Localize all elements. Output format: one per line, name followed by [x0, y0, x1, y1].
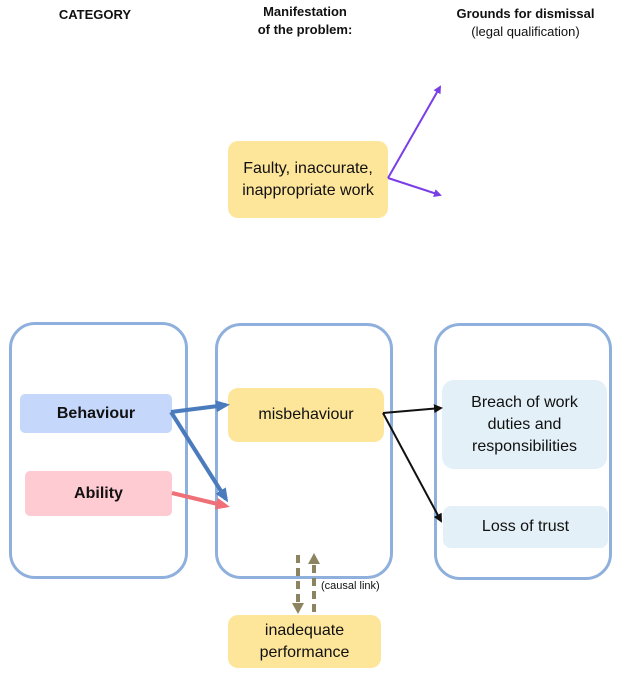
- column-grounds: [434, 323, 612, 580]
- node-breach: Breach of work duties and responsibiliti…: [442, 380, 607, 469]
- node-inadequate-performance-label: inadequate performance: [259, 621, 350, 661]
- header-grounds-line1: Grounds for dismissal: [456, 6, 595, 21]
- header-category: CATEGORY: [40, 6, 150, 24]
- node-faulty-work: Faulty, inaccurate, inappropriate work: [228, 141, 388, 218]
- arrow-faulty-to-ground-upper: [387, 85, 441, 179]
- node-faulty-work-label: Faulty, inaccurate, inappropriate work: [242, 159, 374, 199]
- node-loss-of-trust: Loss of trust: [443, 506, 608, 548]
- column-manifestation: [215, 323, 393, 579]
- node-ability: Ability: [25, 471, 172, 516]
- node-loss-of-trust-label: Loss of trust: [481, 518, 570, 535]
- node-breach-label: Breach of work duties and responsibiliti…: [471, 393, 578, 455]
- arrow-ability-to-performance: [171, 491, 230, 510]
- arrow-misbehaviour-to-breach: [382, 404, 443, 414]
- arrow-behaviour-to-misbehaviour: [170, 400, 230, 414]
- node-inadequate-performance: inadequate performance: [228, 615, 381, 668]
- arrow-faulty-to-ground-lower: [387, 177, 442, 197]
- header-category-label: CATEGORY: [58, 7, 132, 22]
- causal-link-arrowhead-down: [292, 603, 304, 614]
- header-grounds: Grounds for dismissal (legal qualificati…: [438, 5, 613, 41]
- header-grounds-line2: (legal qualification): [471, 24, 580, 39]
- node-misbehaviour: misbehaviour: [228, 388, 384, 442]
- header-manifestation: Manifestation of the problem:: [220, 3, 390, 39]
- header-manifestation-line2: of the problem:: [257, 22, 353, 37]
- causal-link-label: (causal link): [321, 580, 380, 592]
- causal-link-arrowhead-up: [308, 553, 320, 564]
- node-behaviour-label: Behaviour: [56, 404, 136, 422]
- node-behaviour: Behaviour: [20, 394, 172, 433]
- arrow-behaviour-to-performance: [169, 410, 229, 503]
- column-category: [9, 322, 188, 579]
- node-misbehaviour-label: misbehaviour: [258, 406, 354, 423]
- node-ability-label: Ability: [74, 484, 123, 502]
- header-manifestation-line1: Manifestation: [263, 4, 347, 19]
- arrow-misbehaviour-to-loss-of-trust: [382, 412, 442, 523]
